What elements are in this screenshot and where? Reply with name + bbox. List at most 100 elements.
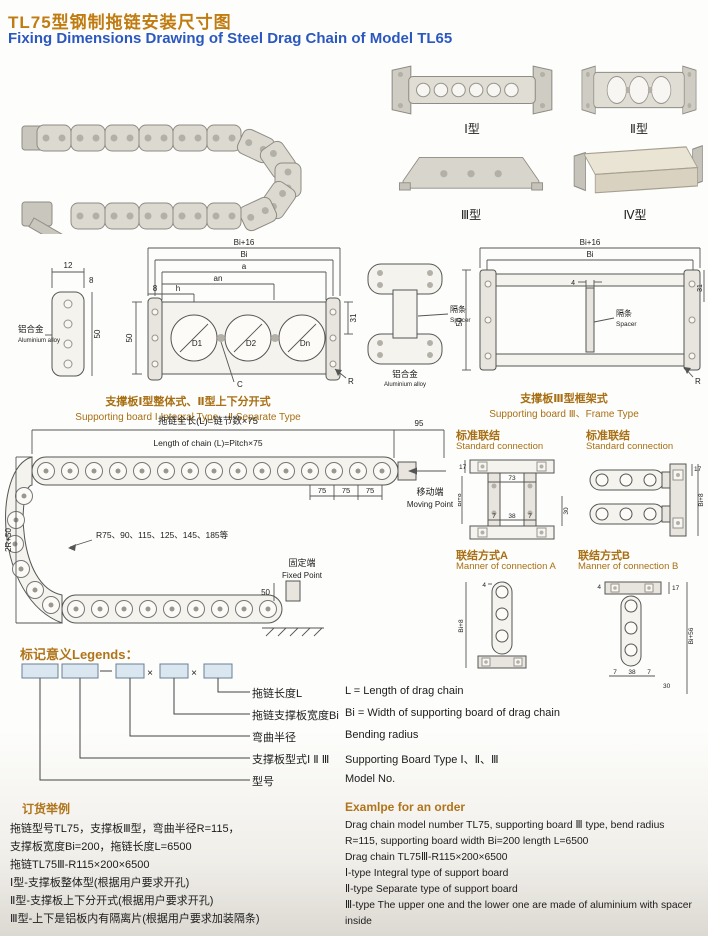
dim-a: a xyxy=(242,262,247,271)
caption-board3-en: Supporting board Ⅲ、Frame Type xyxy=(489,409,639,420)
legend-box-model xyxy=(21,663,59,679)
connB-dim-38: 38 xyxy=(628,669,636,676)
dim-50-fixed: 50 xyxy=(261,588,270,597)
legend-diagram: × × xyxy=(21,663,250,781)
alloy3-en: Aluminium alloy xyxy=(384,382,426,388)
board12-dimensions: Bi+16 Bi a an h 8 xyxy=(147,238,341,302)
spacer-front-cn: 隔条 xyxy=(616,308,632,318)
moving-arrow xyxy=(408,467,417,475)
drawing-board-type12: 12 8 50 铝合金 Aluminium alloy Bi+16 Bi a xyxy=(18,238,358,389)
label3-r: R xyxy=(695,377,701,386)
legend-item-model-cn: 型号 xyxy=(252,776,274,788)
chain-length-cn: 拖链全长(L)=链节数×75 xyxy=(158,415,258,427)
board3-front-view: 4 隔条 Spacer 50 31 R xyxy=(455,269,705,386)
moving-point-en: Moving Point xyxy=(407,500,454,509)
connection-b-en: Manner of connection B xyxy=(578,561,679,572)
order-line-en: Ⅱ-type Separate type of support board xyxy=(345,884,518,895)
label-c: C xyxy=(237,380,243,389)
photo-type2 xyxy=(581,65,697,115)
order-block-en: Drag chain model number TL75, supporting… xyxy=(345,818,705,930)
std-connection1-en: Standard connection xyxy=(456,441,544,452)
drawing-connection-b: 4 17 Bi+56 7 38 7 30 xyxy=(597,581,695,694)
legend-item-type-en: Supporting Board Type Ⅰ、Ⅱ、Ⅲ xyxy=(345,754,499,766)
dim3-bi16: Bi+16 xyxy=(580,238,601,247)
std-connection2-cn: 标准联结 xyxy=(586,430,630,442)
std1-dim-17: 17 xyxy=(459,464,467,471)
dim-bi16: Bi+16 xyxy=(234,238,255,247)
legend-item-type-cn: 支撑板型式Ⅰ Ⅱ Ⅲ xyxy=(252,754,330,766)
drawing-board-type3: 隔条 Spacer 铝合金 Aluminium alloy Bi+16 Bi 4 xyxy=(367,238,705,388)
spacer-side-en: Spacer xyxy=(450,317,471,324)
std2-dim-bi8: Bi+8 xyxy=(698,493,704,507)
dim3-50: 50 xyxy=(455,317,464,326)
order-heading-cn: 订货举例 xyxy=(22,802,71,816)
ground-hatch xyxy=(262,627,324,637)
label-dn: Dn xyxy=(300,339,310,348)
std-connection1-cn: 标准联结 xyxy=(456,430,500,442)
connB-dim-bi56: Bi+56 xyxy=(688,627,695,644)
legend-item-model-en: Model No. xyxy=(345,773,396,785)
chain-length-en: Length of chain (L)=Pitch×75 xyxy=(153,438,262,448)
order-line-en: Drag chain TL75Ⅲ-R115×200×6500 xyxy=(345,852,508,863)
board3-dimensions: Bi+16 Bi xyxy=(479,238,701,272)
connA-dim-4: 4 xyxy=(482,582,486,589)
std1-dim-7b: 7 xyxy=(528,513,532,520)
drawing-standard-connection-2: 17 Bi+8 xyxy=(589,463,704,537)
std1-dim-30: 30 xyxy=(563,507,570,515)
label-type4: Ⅳ型 xyxy=(623,208,647,222)
order-line-cn: 拖链TL75Ⅲ-R115×200×6500 xyxy=(10,859,150,871)
legend-item-radius-cn: 弯曲半径 xyxy=(252,732,296,744)
spacer-side-cn: 隔条 xyxy=(450,304,466,314)
legend-item-length-cn: 拖链长度L xyxy=(252,688,303,700)
alloy3-cn: 铝合金 xyxy=(392,369,418,379)
order-line-en: Ⅲ-type The upper one and the lower one a… xyxy=(345,900,692,927)
legend-item-radius-en: Bending radius xyxy=(345,729,419,741)
legend-times-2: × xyxy=(191,668,197,679)
caption-board3-cn: 支撑板Ⅲ型框架式 xyxy=(520,393,608,405)
fixed-point-en: Fixed Point xyxy=(282,571,323,580)
order-line-cn: Ⅲ型-上下是铝板内有隔离片(根据用户要求加装隔条) xyxy=(10,913,260,925)
dim-2r50: 2R+50 xyxy=(4,528,13,552)
dim-8-left: 8 xyxy=(153,284,158,293)
legend-times-1: × xyxy=(147,668,153,679)
board12-front-view: D1 D2 Dn C 50 31 R xyxy=(125,297,358,389)
legend-item-width-cn: 拖链支撑板宽度Bi xyxy=(252,710,339,722)
caption-board12-en: Supporting board Ⅰ Integral Type、Ⅱ Separ… xyxy=(75,412,301,423)
connB-dim-30: 30 xyxy=(663,683,671,690)
chain-rollers-bottom xyxy=(67,600,277,618)
connB-dim-4: 4 xyxy=(597,584,601,591)
page-title-cn: TL75型钢制拖链安装尺寸图 xyxy=(8,13,232,32)
dim-75c: 75 xyxy=(366,486,374,495)
legend-box-width xyxy=(159,663,189,679)
std1-dim-7a: 7 xyxy=(492,513,496,520)
chain-rollers-top xyxy=(37,462,391,480)
connection-a-en: Manner of connection A xyxy=(456,561,556,572)
order-line-en: Ⅰ-type Integral type of support board xyxy=(345,868,509,879)
connB-dim-7b: 7 xyxy=(647,669,651,676)
photo-type3 xyxy=(398,156,544,191)
dim-12: 12 xyxy=(64,261,73,270)
drawing-standard-connection-1: 17 Bi+8 73 7 38 7 30 xyxy=(458,459,570,540)
legend-heading: 标记意义Legends： xyxy=(20,647,139,662)
dim-31: 31 xyxy=(349,313,358,322)
std-connection2-en: Standard connection xyxy=(586,441,674,452)
alloy-label-en: Aluminium alloy xyxy=(18,338,60,344)
dim3-4: 4 xyxy=(571,280,575,287)
photo-type1 xyxy=(391,65,553,115)
label-type2: Ⅱ型 xyxy=(630,122,648,136)
label-type1: Ⅰ型 xyxy=(464,122,480,136)
order-block-cn: 拖链型号TL75，支撑板Ⅲ型，弯曲半径R=115， 支撑板宽度Bi=200，拖链… xyxy=(10,820,344,928)
photo-type4 xyxy=(573,145,703,194)
board12-end-view: 12 8 50 铝合金 Aluminium alloy xyxy=(18,261,102,377)
connB-dim-17: 17 xyxy=(672,585,680,592)
dim-50-endview: 50 xyxy=(93,329,102,338)
connB-dim-7a: 7 xyxy=(613,669,617,676)
connection-b-cn: 联结方式B xyxy=(578,550,630,562)
alloy-label-cn: 铝合金 xyxy=(18,324,44,334)
dim-75a: 75 xyxy=(318,486,326,495)
chain-top-run xyxy=(36,124,242,152)
chain-bottom-run xyxy=(70,202,242,230)
order-line-en: Drag chain model number TL75, supporting… xyxy=(345,820,665,831)
connA-dim-bi8: Bi+8 xyxy=(458,619,465,633)
